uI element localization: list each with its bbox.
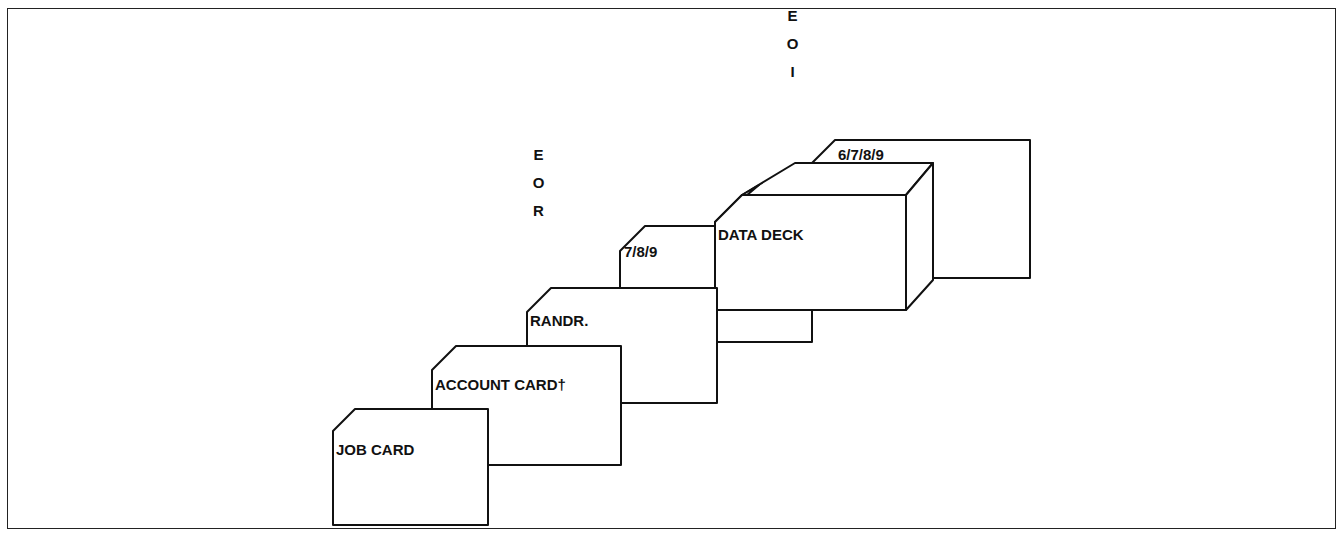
- vertical-marker-text: EOI: [785, 2, 800, 86]
- deck-side-face: [906, 163, 933, 310]
- card-shape: [527, 288, 717, 403]
- card-label: 6/7/8/9: [838, 146, 884, 163]
- data-deck-box: DATA DECK: [715, 163, 933, 310]
- eor-marker: EOR: [531, 141, 546, 225]
- job-card: JOB CARD: [333, 409, 488, 525]
- eoi-marker: EOI: [785, 2, 800, 86]
- card-label: ACCOUNT CARD†: [435, 376, 566, 393]
- vertical-marker-text: EOR: [531, 141, 546, 225]
- deck-top-face: [742, 163, 933, 195]
- card-label: DATA DECK: [718, 226, 804, 243]
- card-shape: [807, 140, 1030, 278]
- card-outline: [333, 409, 488, 525]
- card-label: JOB CARD: [336, 441, 414, 458]
- card-label: 7/8/9: [624, 243, 657, 260]
- deck-front-face: [715, 195, 906, 310]
- card-shape: [333, 409, 488, 525]
- card-shape: [432, 346, 621, 465]
- card-label: RANDR.: [530, 312, 588, 329]
- frame-border: [8, 9, 1336, 529]
